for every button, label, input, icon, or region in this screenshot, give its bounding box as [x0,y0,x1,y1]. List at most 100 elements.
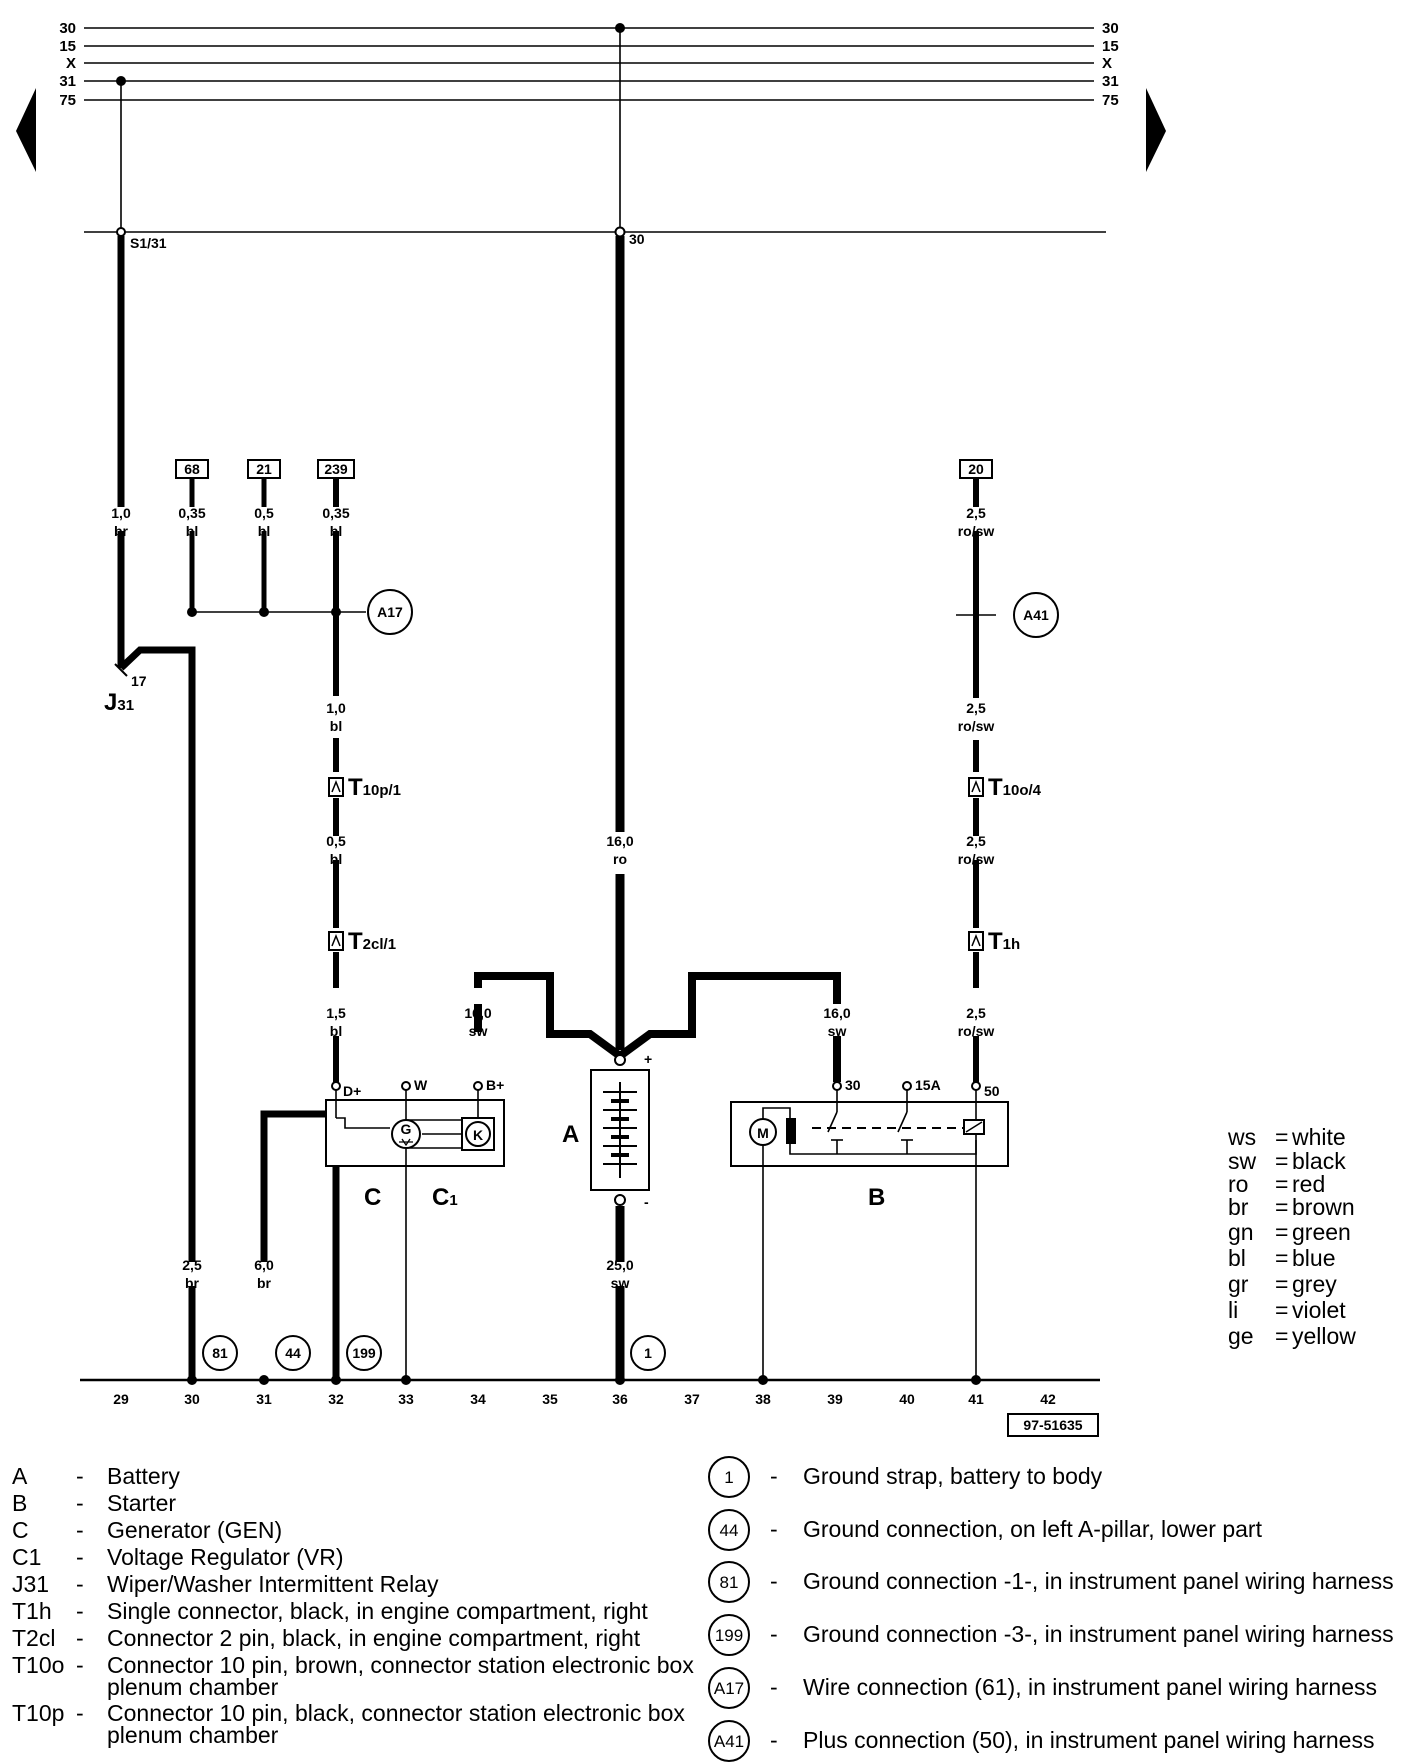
ground-junctions [187,1375,981,1385]
thick-wires [117,236,979,1380]
generator-label: C [364,1184,381,1211]
ground-legend-row-44: 44 - Ground connection, on left A-pillar… [708,1509,1263,1551]
pos-34: 34 [470,1391,486,1407]
pin-30: 30 [845,1077,861,1093]
pos-35: 35 [542,1391,558,1407]
circled-refs [202,589,1059,1371]
gauge-239-c: 0,5 [326,833,346,849]
ground-legend-num-81: 81 [720,1573,739,1592]
color-eq-sw: = [1275,1148,1288,1174]
color-eq-gr: = [1275,1271,1288,1297]
next-page-arrow[interactable] [1146,88,1166,172]
color-legend: ws = white sw = black ro = red br = brow… [1227,1124,1356,1349]
svg-text:T10p/1: T10p/1 [348,774,401,801]
ref-20: 20 [968,461,984,477]
color-battery-positive: ro [613,851,627,867]
color-20-c: ro/sw [958,851,995,867]
color-name-ws: white [1291,1124,1346,1150]
bus-label-x: X [66,55,76,72]
ground-legend-desc-a17: Wire connection (61), in instrument pane… [803,1674,1377,1700]
starter: 30 15A 50 M B [730,1077,1009,1380]
ground-legend-desc-81: Ground connection -1-, in instrument pan… [803,1568,1394,1594]
legend-desc-c1: Voltage Regulator (VR) [107,1544,344,1570]
pin-b-plus: B+ [486,1077,504,1093]
pos-37: 37 [684,1391,700,1407]
gauge-starter-30: 16,0 [823,1005,850,1021]
gauge-239-d: 1,5 [326,1005,346,1021]
color-battery-negative: sw [611,1275,630,1291]
color-20-a: ro/sw [958,523,995,539]
pos-39: 39 [827,1391,843,1407]
ground-legend-desc-1: Ground strap, battery to body [803,1463,1103,1489]
ground-legend-row-81: 81 - Ground connection -1-, in instrumen… [708,1561,1394,1603]
wire-j31-to-ground [118,646,196,1262]
legend-desc-t10o: Connector 10 pin, brown, connector stati… [107,1652,694,1678]
color-239-d: bl [330,1023,342,1039]
ground-legend-row-199: 199 - Ground connection -3-, in instrume… [708,1614,1394,1656]
gauge-20-d: 2,5 [966,1005,986,1021]
bus-label-31-right: 31 [1102,73,1119,90]
ref-239: 239 [324,461,348,477]
m-symbol: M [757,1125,769,1141]
gauge-239-a: 0,35 [322,505,349,521]
bus-label-30-right: 30 [1102,20,1119,37]
legend-desc-a: Battery [107,1463,180,1489]
color-gen-bplus: sw [469,1023,488,1039]
diagram-id-box [1007,1413,1099,1437]
svg-text:T10o/4: T10o/4 [988,774,1042,801]
ref-a41: A41 [1023,607,1049,623]
bus-label-31: 31 [59,73,76,90]
battery: + - A [562,1051,652,1210]
legend-key-t10p: T10p [12,1700,64,1726]
color-eq-br: = [1275,1194,1288,1220]
color-239-b: bl [330,718,342,734]
legend-dash-a: - [76,1463,84,1489]
terminal-s1-31 [116,227,126,237]
color-code-ws: ws [1227,1124,1256,1150]
color-code-bl: bl [1228,1245,1246,1271]
battery-plus: + [644,1051,652,1067]
bus-label-75-right: 75 [1102,92,1119,109]
ground-legend-desc-a41: Plus connection (50), in instrument pane… [803,1727,1374,1753]
color-name-sw: black [1292,1148,1346,1174]
label-terminal-30: 30 [629,231,645,247]
ref-ground-199: 199 [352,1345,376,1361]
gauge-20-b: 2,5 [966,700,986,716]
color-code-li: li [1228,1297,1238,1323]
gauge-ground-30: 2,5 [182,1257,202,1273]
color-code-ro: ro [1228,1171,1248,1197]
svg-text:T1h: T1h [988,928,1020,955]
bus-label-75: 75 [59,92,76,109]
bus-junction-30 [615,23,625,33]
junction-21 [259,607,269,617]
color-code-sw: sw [1228,1148,1257,1174]
ground-legend-row-1: 1 - Ground strap, battery to body [708,1456,1103,1498]
gauge-gen-bplus: 16,0 [464,1005,491,1021]
legend-desc-j31: Wiper/Washer Intermittent Relay [107,1571,439,1597]
color-eq-li: = [1275,1297,1288,1323]
legend-desc-t10o-line2: plenum chamber [107,1674,279,1700]
prev-page-arrow[interactable] [16,88,36,172]
color-code-gn: gn [1228,1219,1254,1245]
color-21: bl [258,523,270,539]
color-eq-ge: = [1275,1323,1288,1349]
color-name-gn: green [1292,1219,1351,1245]
bus-junction-31 [116,76,126,86]
color-name-gr: grey [1292,1271,1337,1297]
legend-desc-c: Generator (GEN) [107,1517,282,1543]
ground-legend: 1 - Ground strap, battery to body 44 - G… [708,1456,1394,1762]
color-ground-30: br [185,1275,200,1291]
gauge-battery-positive: 16,0 [606,833,633,849]
color-name-bl: blue [1292,1245,1335,1271]
position-numbers: 29 30 31 32 33 34 35 36 37 38 39 40 41 4… [113,1391,1056,1407]
color-j31: br [114,523,129,539]
legend-desc-t2cl: Connector 2 pin, black, in engine compar… [107,1625,641,1651]
legend-dash-c: - [76,1517,84,1543]
legend-key-t2cl: T2cl [12,1625,55,1651]
wire-labels: 1,0 br 0,35 bl 0,5 bl 0,35 bl 1,0 bl 0,5… [111,505,994,1291]
battery-minus: - [644,1194,649,1210]
color-starter-30: sw [828,1023,847,1039]
color-eq-bl: = [1275,1245,1288,1271]
color-name-br: brown [1292,1194,1355,1220]
regulator-label: C1 [432,1184,458,1211]
